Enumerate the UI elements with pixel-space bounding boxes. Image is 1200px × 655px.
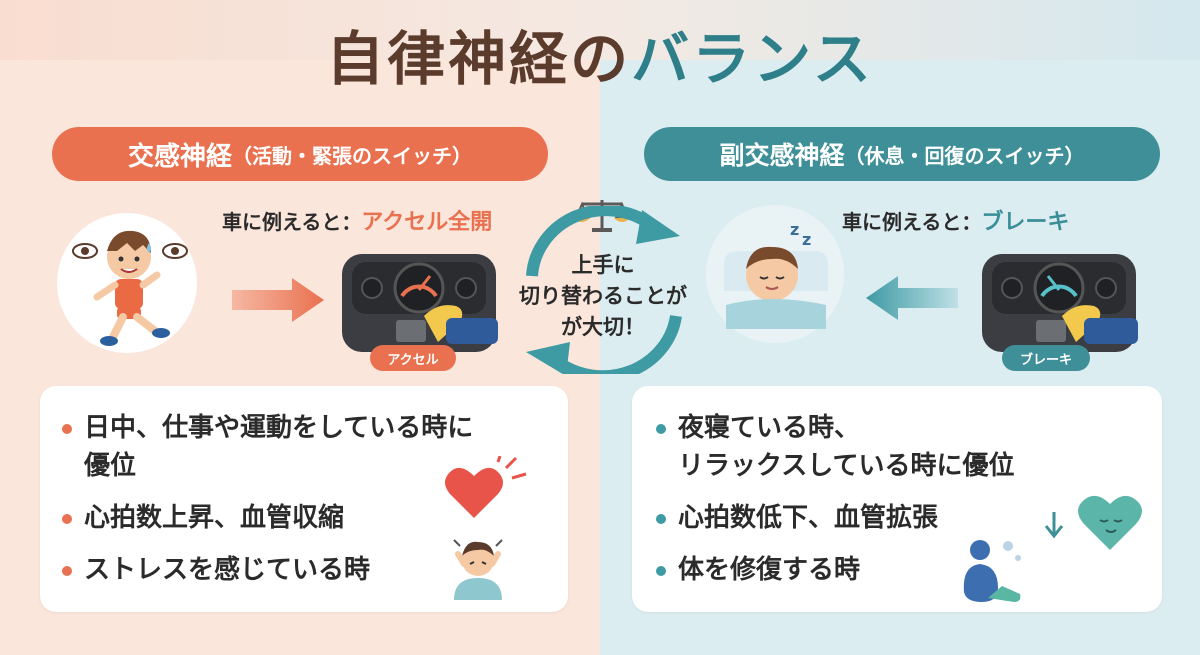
- center-line-2: 切り替わることが: [519, 284, 687, 308]
- running-boy-circle: [57, 213, 197, 353]
- parasympathetic-heading: 副交感神経: [719, 141, 845, 170]
- arrow-left-icon: [866, 276, 958, 320]
- sympathetic-car-label: 車に例えると：アクセル全開: [222, 204, 492, 236]
- sleeping-person-circle: z z: [706, 205, 844, 343]
- parasympathetic-bullet-1-cont: リラックスしている時に優位: [678, 451, 1015, 481]
- bullet-dot: [62, 424, 72, 434]
- sympathetic-bullet-1-cont: 優位: [84, 451, 137, 481]
- brake-tag-label: ブレーキ: [1019, 352, 1072, 368]
- brake-tag: ブレーキ: [1002, 345, 1090, 371]
- heart-icon: [445, 456, 527, 518]
- parasympathetic-subheading: （休息・回復のスイッチ）: [844, 143, 1085, 168]
- cycle-arrows-icon: [526, 206, 682, 374]
- sleeping-person-icon: z z: [724, 220, 828, 329]
- sympathetic-bullet-2: 心拍数上昇、血管収縮: [84, 503, 345, 533]
- center-line-1: 上手に: [571, 253, 635, 277]
- arrow-right-icon: [232, 278, 324, 322]
- running-boy-icon: [72, 230, 188, 346]
- parasympathetic-bullet-3: 体を修復する時: [678, 555, 861, 585]
- parasympathetic-bullet-2: 心拍数低下、血管拡張: [678, 503, 939, 533]
- car-label-brake: ブレーキ: [981, 210, 1070, 235]
- parasympathetic-bullet-1: 夜寝ている時、: [678, 413, 861, 443]
- sympathetic-card: 日中、仕事や運動をしている時に 優位 心拍数上昇、血管収縮 ストレスを感じている…: [40, 386, 568, 612]
- brake-dashboard-icon: [982, 254, 1138, 352]
- car-label-prefix: 車に例えると：: [842, 210, 982, 234]
- car-label-prefix: 車に例えると：: [222, 210, 362, 234]
- bullet-dot: [62, 566, 72, 576]
- stressed-person-icon: [453, 539, 503, 600]
- parasympathetic-car-label: 車に例えると：ブレーキ: [842, 204, 1069, 236]
- sympathetic-heading-pill: 交感神経（活動・緊張のスイッチ）: [52, 127, 548, 181]
- sympathetic-bullet-1: 日中、仕事や運動をしている時に: [84, 413, 474, 443]
- car-label-accelerator: アクセル全開: [361, 210, 493, 235]
- title-part-1: 自律神経の: [326, 25, 632, 93]
- sympathetic-heading: 交感神経: [127, 141, 232, 172]
- center-message: 上手に 切り替わることが が大切！: [506, 250, 700, 343]
- title-part-2: バランス: [631, 25, 874, 93]
- parasympathetic-card: 夜寝ている時、 リラックスしている時に優位 心拍数低下、血管拡張 体を修復する時: [632, 386, 1162, 612]
- bullet-dot: [656, 424, 666, 434]
- title-band: [0, 0, 1200, 60]
- sympathetic-subheading: （活動・緊張のスイッチ）: [232, 143, 472, 168]
- calm-heart-icon: [1044, 495, 1142, 550]
- resting-person-icon: [963, 540, 1021, 602]
- sympathetic-bullet-3: ストレスを感じている時: [84, 555, 371, 585]
- accelerator-tag-label: アクセル: [387, 352, 439, 368]
- bullet-dot: [656, 514, 666, 524]
- page-title: 自律神経のバランス: [0, 12, 1200, 96]
- bullet-dot: [656, 566, 666, 576]
- accelerator-tag: アクセル: [370, 345, 456, 371]
- parasympathetic-heading-pill: 副交感神経（休息・回復のスイッチ）: [644, 127, 1160, 181]
- accelerator-dashboard-icon: [342, 254, 498, 352]
- bullet-dot: [62, 514, 72, 524]
- svg-text:z: z: [802, 230, 811, 249]
- center-line-3: が大切！: [561, 315, 645, 339]
- svg-text:z: z: [790, 220, 799, 239]
